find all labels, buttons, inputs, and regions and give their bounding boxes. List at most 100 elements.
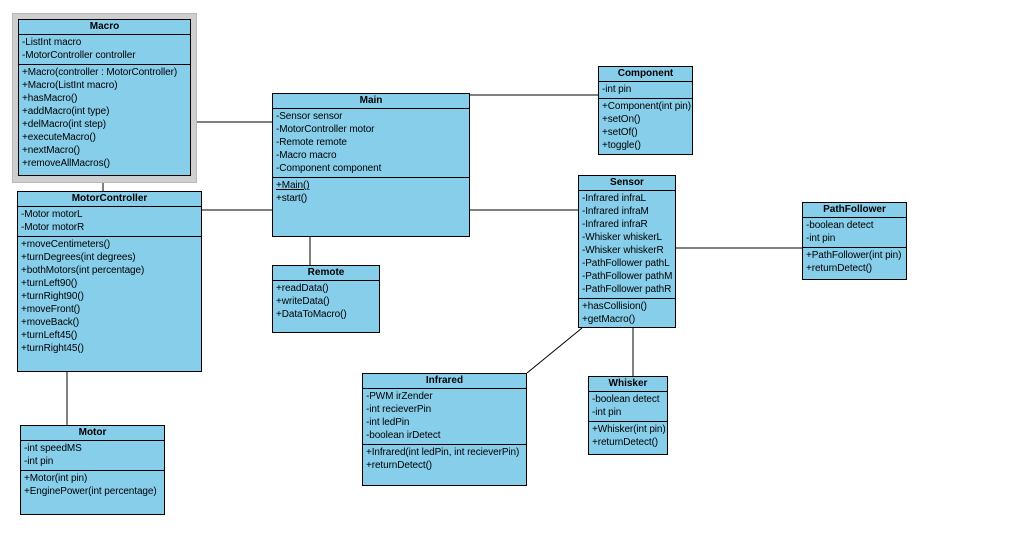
class-attribute: -ListInt macro (22, 37, 82, 48)
class-attribute: -Infrared infraM (582, 206, 649, 217)
class-method: +executeMacro() (22, 132, 96, 143)
class-attribute: -Whisker whiskerL (582, 232, 662, 243)
class-title: Main (273, 94, 469, 109)
class-method: +writeData() (276, 296, 330, 307)
class-method: +bothMotors(int percentage) (21, 265, 145, 276)
class-method: +hasCollision() (582, 301, 647, 312)
class-title: Sensor (579, 176, 675, 191)
class-title: MotorController (18, 192, 201, 207)
methods-compartment: +Whisker(int pin) +returnDetect() (589, 422, 667, 451)
class-method: +moveBack() (21, 317, 80, 328)
attributes-compartment: -int speedMS -int pin (21, 441, 164, 471)
class-box-macro[interactable]: Macro -ListInt macro -MotorController cont… (18, 19, 191, 176)
class-attribute: -boolean detect (806, 220, 874, 231)
class-method: +returnDetect() (806, 263, 873, 274)
class-method: +nextMacro() (22, 145, 80, 156)
attributes-compartment: -Infrared infraL -Infrared infraM -Infrare… (579, 191, 675, 299)
class-attribute: -int pin (24, 456, 54, 467)
class-title: Infrared (363, 374, 526, 389)
class-method: +delMacro(int step) (22, 119, 106, 130)
class-method: +turnDegrees(int degrees) (21, 252, 136, 263)
class-method: +Macro(controller : MotorController) (22, 67, 178, 78)
class-method: +removeAllMacros() (22, 158, 110, 169)
class-method: +addMacro(int type) (22, 106, 110, 117)
class-method: +Motor(int pin) (24, 473, 88, 484)
class-method: +turnLeft45() (21, 330, 78, 341)
class-attribute: -PathFollower pathL (582, 258, 670, 269)
class-method: +PathFollower(int pin) (806, 250, 902, 261)
class-attribute: -int pin (592, 407, 622, 418)
class-attribute: -int speedMS (24, 443, 82, 454)
class-method: +setOn() (602, 114, 641, 125)
connector-sensor-infrared[interactable] (526, 327, 583, 374)
class-method: +start() (276, 193, 308, 204)
attributes-compartment: -boolean detect-int pin (803, 218, 906, 248)
attributes-compartment: -boolean detect -int pin (589, 392, 667, 422)
class-title: Whisker (589, 377, 667, 392)
class-box-component[interactable]: Component -int pin +Component(int pin) +set… (598, 66, 693, 155)
class-attribute: -Component component (276, 163, 382, 174)
class-method: +Main() (276, 180, 310, 191)
methods-compartment: +readData() +writeData() +DataToMacro() (273, 281, 379, 323)
class-box-sensor[interactable]: Sensor-Infrared infraL-Infrared infraM-I… (578, 175, 676, 328)
class-method: +moveFront() (21, 304, 81, 315)
methods-compartment: +moveCentimeters() +turnDegrees(int degre… (18, 237, 201, 357)
class-attribute: -Infrared infraL (582, 193, 646, 204)
class-method: +turnRight45() (21, 343, 84, 354)
class-method: +moveCentimeters() (21, 239, 111, 250)
class-attribute: -MotorController motor (276, 124, 375, 135)
class-method: +readData() (276, 283, 329, 294)
class-attribute: -PWM irZender (366, 391, 433, 402)
methods-compartment: +Macro(controller : MotorController)+Mac… (19, 65, 190, 172)
class-method: +Whisker(int pin) (592, 424, 666, 435)
methods-compartment: +hasCollision() +getMacro() (579, 299, 675, 328)
class-attribute: -Infrared infraR (582, 219, 648, 230)
class-method: +Infrared(int ledPin, int recieverPin) (366, 447, 520, 458)
methods-compartment: +Component(int pin) +setOn() +setOf() +togg… (599, 99, 692, 154)
class-attribute: -PathFollower pathM (582, 271, 673, 282)
class-title: Component (599, 67, 692, 82)
attributes-compartment: -PWM irZender -int recieverPin -int ledPin… (363, 389, 526, 445)
class-box-whisker[interactable]: Whisker -boolean detect -int pin +Whisker(i… (588, 376, 668, 455)
class-title: Motor (21, 426, 164, 441)
attributes-compartment: -int pin (599, 82, 692, 99)
class-method: +setOf() (602, 127, 638, 138)
class-box-remote[interactable]: Remote +readData() +writeData() +DataToMacr… (272, 265, 380, 333)
class-method: +turnRight90() (21, 291, 84, 302)
class-title: Remote (273, 266, 379, 281)
class-attribute: -Macro macro (276, 150, 337, 161)
class-box-pathfollower[interactable]: PathFollower-boolean detect-int pin+Path… (802, 202, 907, 280)
class-attribute: -boolean detect (592, 394, 660, 405)
class-method: +toggle() (602, 140, 641, 151)
class-method: +hasMacro() (22, 93, 78, 104)
class-box-infrared[interactable]: Infrared -PWM irZender -int recieverPin -in… (362, 373, 527, 486)
class-attribute: -Sensor sensor (276, 111, 343, 122)
class-method: +returnDetect() (366, 460, 433, 471)
class-attribute: -boolean irDetect (366, 430, 441, 441)
methods-compartment: +Motor(int pin) +EnginePower(int percenta… (21, 471, 164, 500)
class-attribute: -Motor motorL (21, 209, 83, 220)
class-method: +Component(int pin) (602, 101, 691, 112)
class-method: +DataToMacro() (276, 309, 347, 320)
class-title: Macro (19, 20, 190, 35)
attributes-compartment: -Motor motorL -Motor motorR (18, 207, 201, 237)
class-box-main[interactable]: Main -Sensor sensor -MotorController motor… (272, 93, 470, 237)
attributes-compartment: -ListInt macro -MotorController controlle… (19, 35, 190, 65)
class-title: PathFollower (803, 203, 906, 218)
class-method: +returnDetect() (592, 437, 659, 448)
class-box-motorcontroller[interactable]: MotorController-Motor motorL-Motor motor… (17, 191, 202, 372)
methods-compartment: +PathFollower(int pin) +returnDetect() (803, 248, 906, 277)
class-attribute: -Motor motorR (21, 222, 85, 233)
class-box-motor[interactable]: Motor -int speedMS -int pin +Motor(int pin)… (20, 425, 165, 515)
class-attribute: -Whisker whiskerR (582, 245, 664, 256)
class-method: +getMacro() (582, 314, 636, 325)
class-attribute: -int recieverPin (366, 404, 432, 415)
class-method: +EnginePower(int percentage) (24, 486, 157, 497)
methods-compartment: +Main() +start() (273, 178, 469, 207)
class-attribute: -int pin (602, 84, 632, 95)
class-attribute: -Remote remote (276, 137, 347, 148)
class-attribute: -int ledPin (366, 417, 410, 428)
class-attribute: -MotorController controller (22, 50, 136, 61)
